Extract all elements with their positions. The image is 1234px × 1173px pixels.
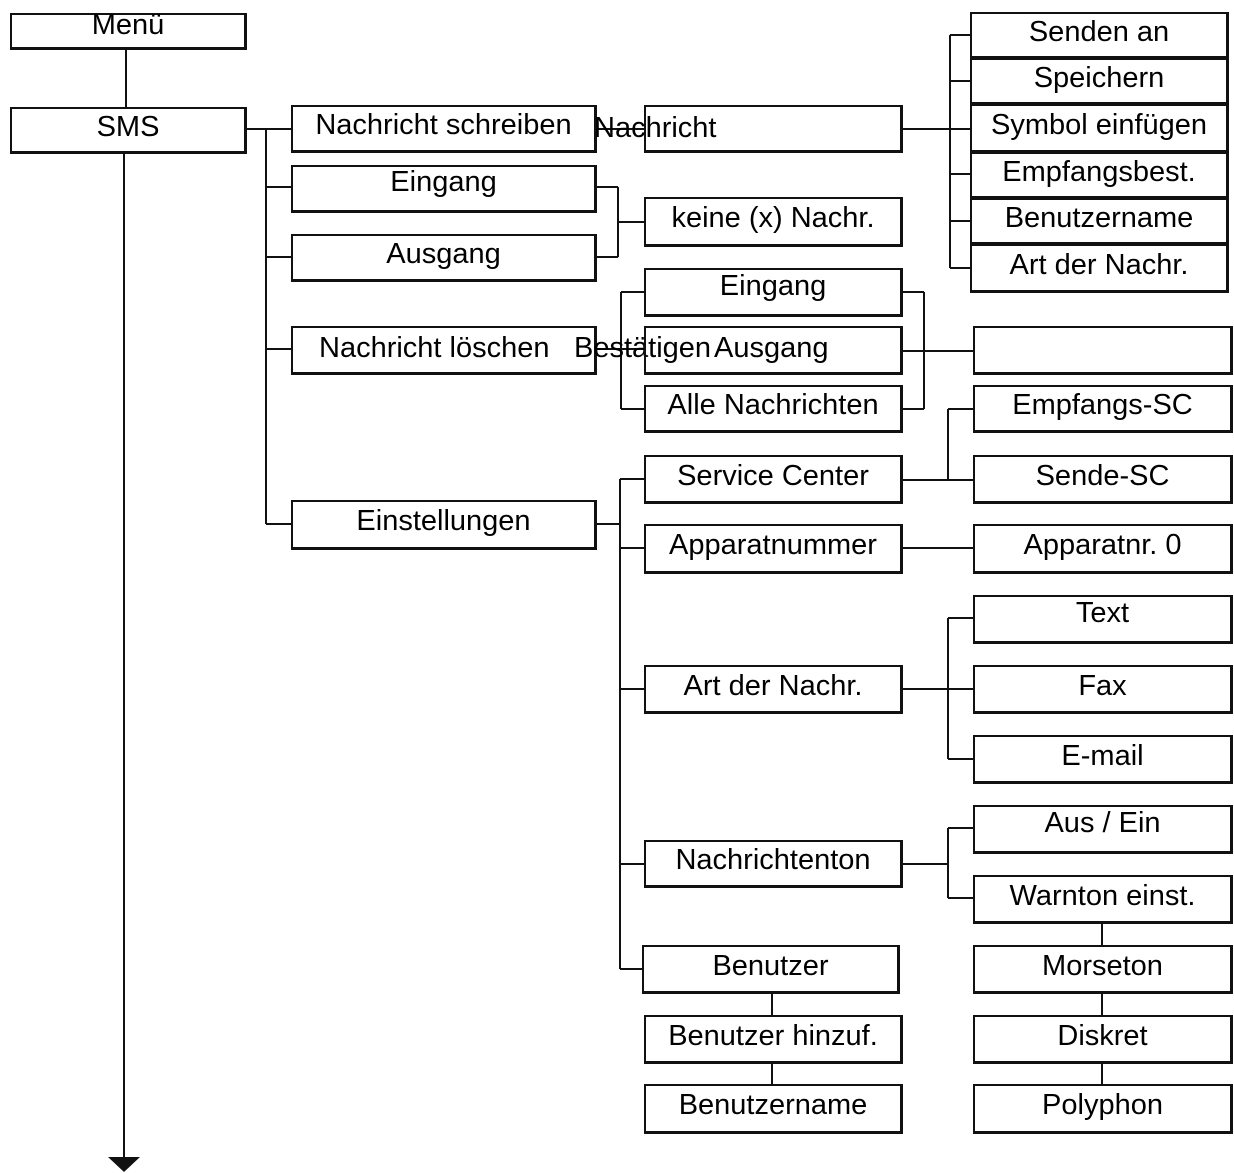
delivery-receipt-box[interactable]: Empfangsbest. [970, 152, 1229, 199]
confirm-label: Bestätigen [574, 332, 712, 364]
delete-outbox-label: Ausgang [714, 332, 829, 364]
delete-message-label: Nachricht löschen [319, 332, 550, 364]
inbox-box[interactable]: Eingang [291, 165, 597, 213]
message-type-option-box[interactable]: Art der Nachr. [970, 244, 1229, 293]
message-box[interactable] [644, 105, 903, 153]
delete-message-box[interactable] [291, 326, 597, 375]
device-number-value-box[interactable]: Apparatnr. 0 [973, 524, 1233, 574]
user-box[interactable]: Benutzer [642, 945, 900, 994]
message-label: Nachricht [594, 112, 717, 144]
no-messages-box[interactable]: keine (x) Nachr. [644, 197, 903, 247]
username-option-box[interactable]: Benutzername [970, 198, 1229, 245]
set-warning-tone-box[interactable]: Warnton einst. [973, 875, 1233, 924]
receive-sc-box[interactable]: Empfangs-SC [973, 385, 1233, 433]
menu-box[interactable]: Menü [10, 10, 247, 50]
delete-all-box[interactable]: Alle Nachrichten [644, 385, 903, 433]
confirm-target-box[interactable] [973, 326, 1233, 375]
add-user-box[interactable]: Benutzer hinzuf. [644, 1015, 903, 1064]
message-type-box[interactable]: Art der Nachr. [644, 665, 903, 714]
type-text-box[interactable]: Text [973, 595, 1233, 644]
discreet-tone-box[interactable]: Diskret [973, 1015, 1233, 1064]
tone-on-off-box[interactable]: Aus / Ein [973, 805, 1233, 854]
delete-outbox-box[interactable] [644, 326, 903, 375]
outbox-box[interactable]: Ausgang [291, 234, 597, 282]
message-tone-box[interactable]: Nachrichtenton [644, 840, 903, 888]
save-box[interactable]: Speichern [970, 58, 1229, 105]
write-message-box[interactable]: Nachricht schreiben [291, 105, 597, 153]
delete-inbox-box[interactable]: Eingang [644, 268, 903, 317]
send-to-box[interactable]: Senden an [970, 12, 1229, 59]
device-number-box[interactable]: Apparatnummer [644, 524, 903, 574]
morse-tone-box[interactable]: Morseton [973, 945, 1233, 994]
insert-symbol-box[interactable]: Symbol einfügen [970, 104, 1229, 153]
settings-box[interactable]: Einstellungen [291, 500, 597, 550]
user-name-box[interactable]: Benutzername [644, 1084, 903, 1134]
sms-box[interactable]: SMS [10, 107, 247, 154]
type-email-box[interactable]: E-mail [973, 735, 1233, 784]
type-fax-box[interactable]: Fax [973, 665, 1233, 714]
down-arrow-icon [108, 1157, 140, 1172]
service-center-box[interactable]: Service Center [644, 455, 903, 504]
send-sc-box[interactable]: Sende-SC [973, 455, 1233, 504]
polyphonic-tone-box[interactable]: Polyphon [973, 1084, 1233, 1134]
